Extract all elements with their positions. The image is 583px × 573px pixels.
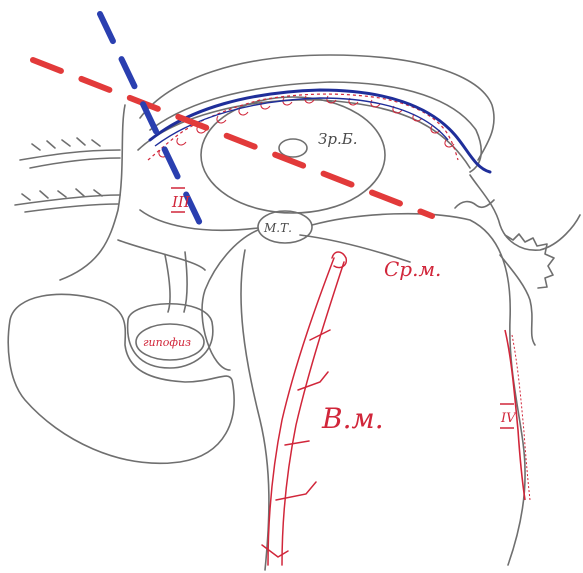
label-third-ventricle: III — [171, 193, 191, 211]
label-mammillary-body: М.Т. — [263, 221, 292, 235]
label-pituitary: гипофиз — [143, 336, 191, 349]
label-visual-tubercle: Зр.Б. — [318, 130, 358, 148]
label-fourth-ventricle: IV — [500, 411, 517, 426]
label-medulla: В.м. — [321, 402, 384, 435]
label-midbrain: Ср.м. — [384, 257, 441, 281]
